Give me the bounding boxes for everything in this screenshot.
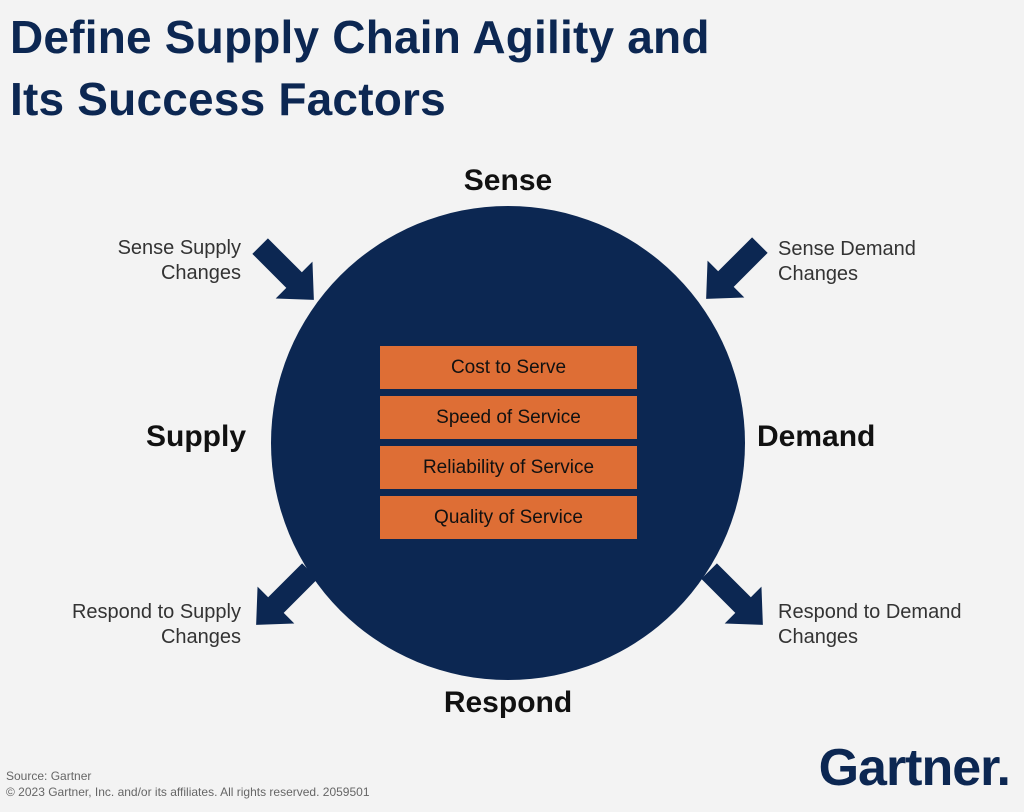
factor-speed-of-service: Speed of Service	[380, 396, 637, 439]
gartner-logo: Gartner.	[818, 739, 1011, 797]
label-respond-supply: Respond to Supply Changes	[72, 600, 241, 650]
agility-circle	[271, 206, 745, 680]
title-line-2: Its Success Factors	[10, 73, 446, 125]
copyright-text: © 2023 Gartner, Inc. and/or its affiliat…	[6, 785, 370, 799]
label-sense-demand: Sense Demand Changes	[778, 237, 916, 287]
pole-demand: Demand	[757, 420, 876, 453]
page-title: Define Supply Chain Agility and Its Succ…	[10, 6, 710, 130]
arrow-sense-supply-icon	[252, 238, 314, 300]
label-line: Sense Supply	[117, 237, 241, 259]
arrow-respond-demand-icon	[701, 563, 763, 625]
factor-quality-of-service: Quality of Service	[380, 496, 637, 539]
label-line: Changes	[778, 626, 859, 648]
pole-supply: Supply	[146, 420, 247, 453]
label-line: Respond to Demand	[778, 601, 962, 623]
label-line: Sense Demand	[778, 238, 916, 260]
label-respond-demand: Respond to Demand Changes	[778, 600, 961, 650]
pole-respond: Respond	[443, 686, 573, 719]
label-line: Changes	[778, 263, 859, 285]
source-text: Source: Gartner	[6, 769, 92, 783]
label-line: Changes	[160, 626, 241, 648]
arrow-sense-demand-icon	[706, 237, 768, 299]
title-line-1: Define Supply Chain Agility and	[10, 11, 710, 63]
label-sense-supply: Sense Supply Changes	[118, 236, 241, 286]
factor-cost-to-serve: Cost to Serve	[380, 346, 637, 389]
arrow-respond-supply-icon	[256, 563, 318, 625]
footer-source: Source: Gartner © 2023 Gartner, Inc. and…	[6, 768, 370, 800]
factor-reliability-of-service: Reliability of Service	[380, 446, 637, 489]
pole-sense: Sense	[463, 164, 553, 197]
label-line: Changes	[160, 262, 241, 284]
label-line: Respond to Supply	[71, 601, 241, 623]
